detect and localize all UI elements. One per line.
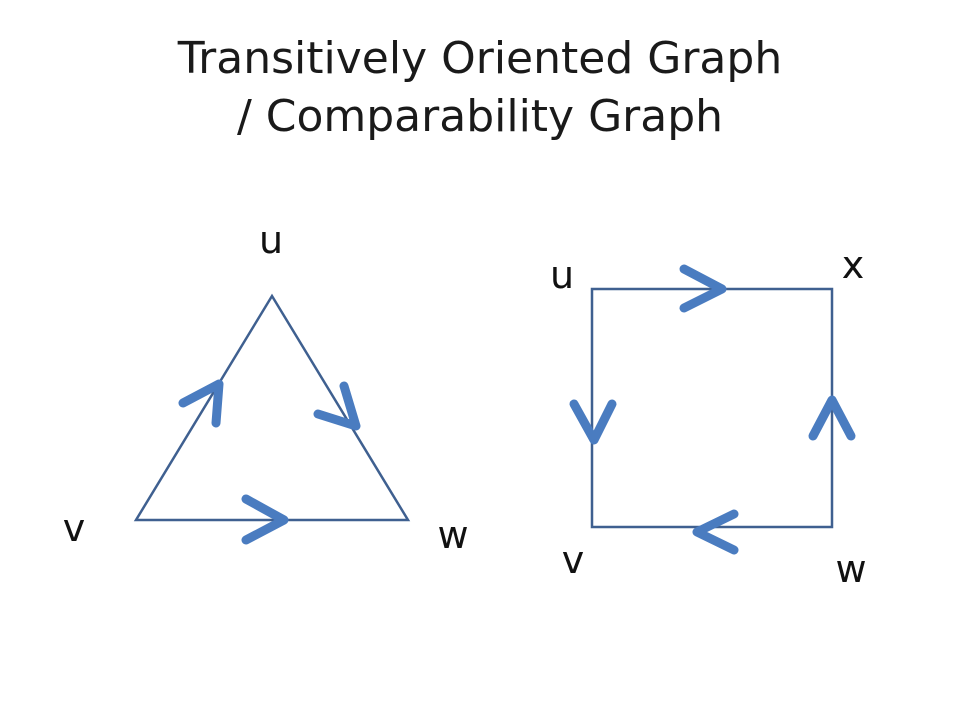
triangle-outline — [133, 293, 411, 522]
triangle-graph: u v w — [63, 218, 469, 557]
node-label-u: u — [550, 253, 574, 297]
arrow-v-to-u — [178, 379, 224, 428]
arrow-w-to-x — [808, 395, 856, 441]
arrow-u-to-x — [679, 264, 727, 313]
arrow-w-to-v — [692, 509, 739, 555]
arrow-u-to-v — [569, 399, 617, 445]
node-label-w: w — [437, 513, 468, 557]
arrow-v-to-w — [241, 494, 289, 545]
node-label-v: v — [562, 538, 585, 582]
node-label-v: v — [63, 506, 86, 550]
node-label-u: u — [259, 218, 283, 262]
slide-title: Transitively Oriented Graph / Comparabil… — [0, 30, 960, 146]
square-outline — [590, 287, 834, 529]
square-graph: u x v w — [550, 243, 867, 591]
node-label-x: x — [842, 243, 865, 287]
title-line-1: Transitively Oriented Graph — [177, 33, 783, 84]
node-label-w: w — [835, 547, 866, 591]
title-line-2: / Comparability Graph — [236, 91, 724, 142]
arrow-u-to-w — [313, 381, 361, 431]
